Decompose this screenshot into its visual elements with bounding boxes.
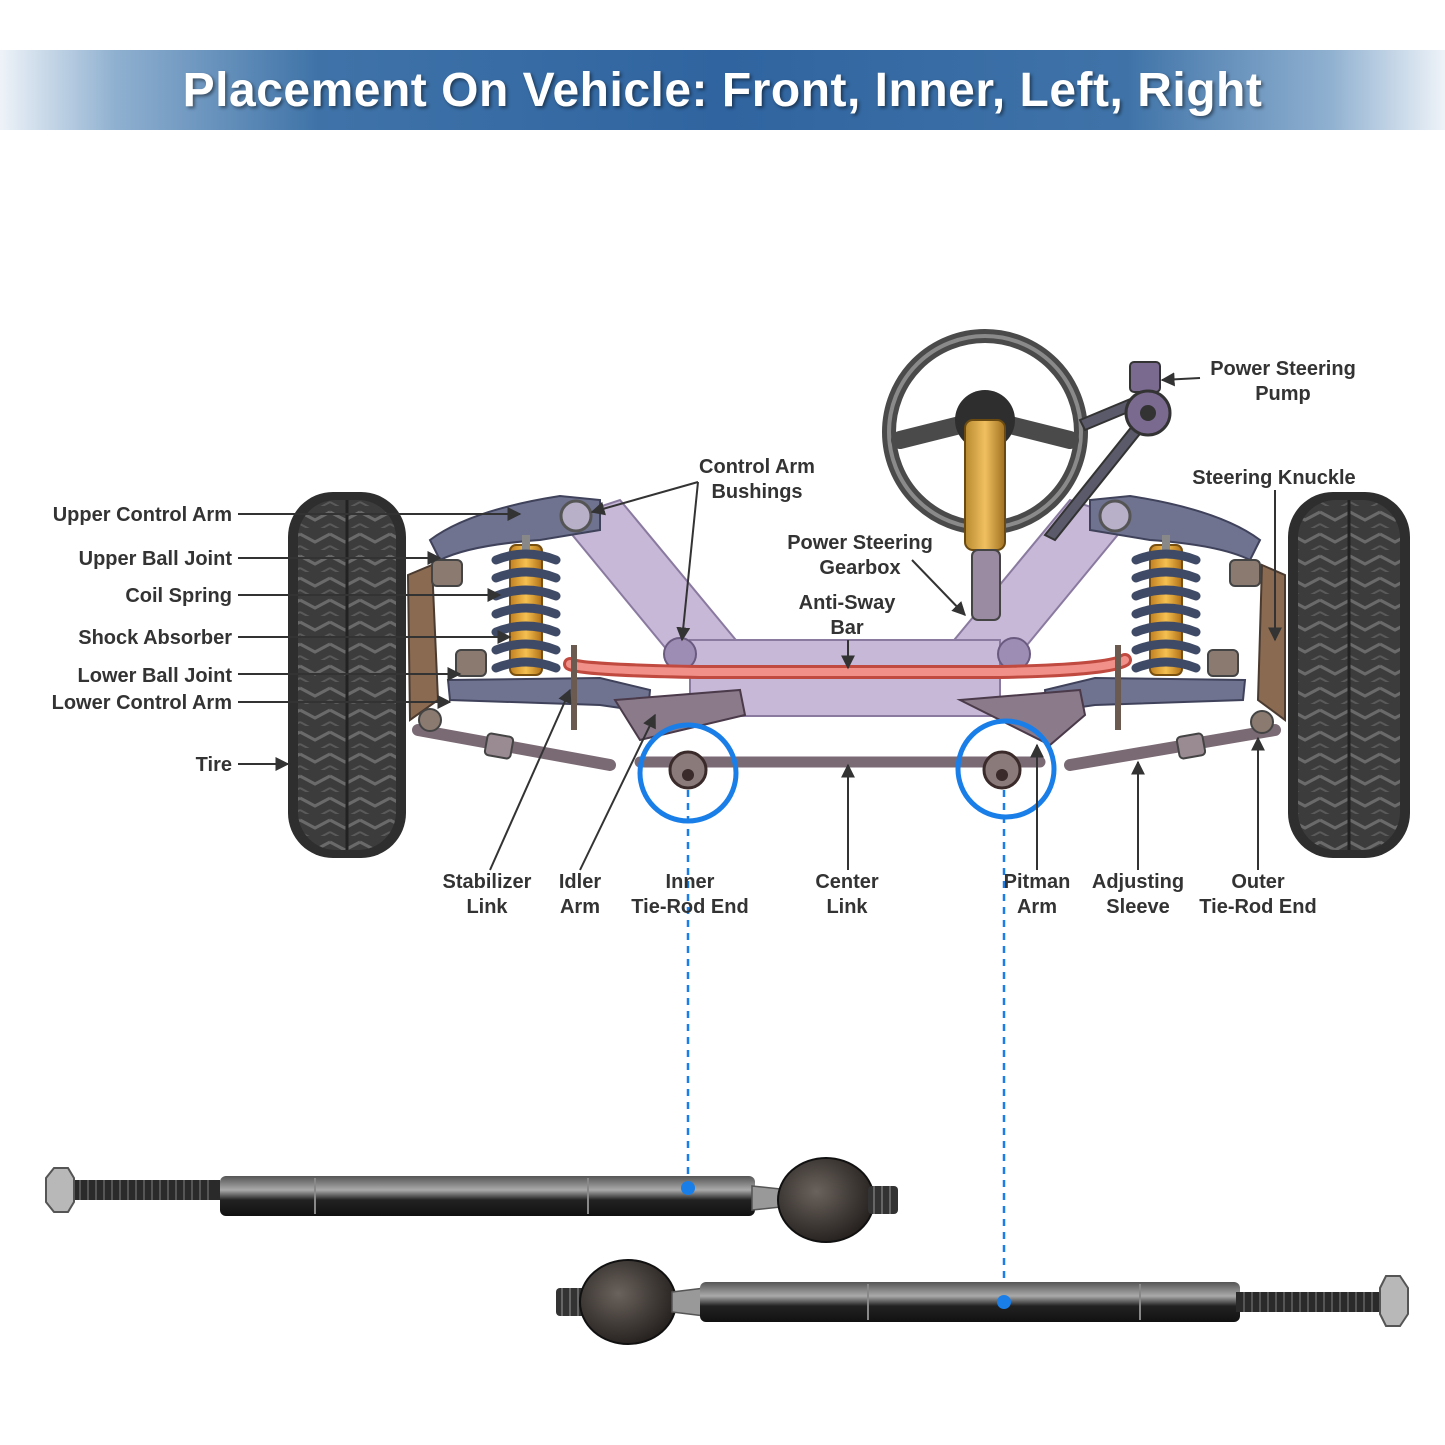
label-pitman-arm-2: Arm xyxy=(1017,896,1057,918)
right-steering-knuckle xyxy=(1256,563,1286,722)
label-center-link-1: Center xyxy=(815,871,879,893)
label-shock-absorber: Shock Absorber xyxy=(78,627,232,649)
label-anti-sway-bar-2: Bar xyxy=(830,617,864,639)
label-anti-sway-bar-1: Anti-Sway xyxy=(799,592,897,614)
label-stabilizer-link-1: Stabilizer xyxy=(443,871,532,893)
label-lower-control-arm: Lower Control Arm xyxy=(52,692,232,714)
left-outer-tie-rod-end xyxy=(418,708,442,732)
right-tire xyxy=(1288,492,1410,858)
label-idler-arm-1: Idler xyxy=(559,871,601,893)
label-power-steering-gearbox-1: Power Steering xyxy=(787,532,933,554)
right-inner-tie-rod-end xyxy=(982,750,1022,790)
idler-arm xyxy=(613,688,747,742)
label-outer-tie-rod-end-2: Tie-Rod End xyxy=(1199,896,1316,918)
label-stabilizer-link-2: Link xyxy=(466,896,508,918)
label-adjusting-sleeve-1: Adjusting xyxy=(1092,871,1184,893)
label-outer-tie-rod-end-1: Outer xyxy=(1231,871,1285,893)
power-steering-pump xyxy=(1043,361,1172,542)
pitman-arm xyxy=(956,688,1087,747)
label-inner-tie-rod-end-2: Tie-Rod End xyxy=(631,896,748,918)
label-upper-control-arm: Upper Control Arm xyxy=(53,504,232,526)
label-center-link-2: Link xyxy=(826,896,868,918)
right-lower-ball-joint xyxy=(1207,649,1239,677)
label-control-arm-bushings-1: Control Arm xyxy=(699,456,815,478)
label-coil-spring: Coil Spring xyxy=(125,585,232,607)
label-adjusting-sleeve-2: Sleeve xyxy=(1106,896,1169,918)
right-outer-tie-rod-end xyxy=(1250,710,1274,734)
label-power-steering-gearbox-2: Gearbox xyxy=(819,557,900,579)
right-tie-rod xyxy=(1064,724,1281,771)
label-power-steering-pump-2: Pump xyxy=(1255,383,1311,405)
right-coil-spring xyxy=(1131,549,1201,673)
right-highlight-circle xyxy=(955,718,1057,820)
left-steering-knuckle xyxy=(406,563,440,722)
label-lower-ball-joint: Lower Ball Joint xyxy=(78,665,233,687)
title-banner: Placement On Vehicle: Front, Inner, Left… xyxy=(0,50,1445,130)
left-coil-spring xyxy=(491,549,561,673)
page-title: Placement On Vehicle: Front, Inner, Left… xyxy=(182,63,1263,117)
right-control-arm-bushing xyxy=(1098,499,1132,533)
leader-lines xyxy=(238,372,1282,871)
label-power-steering-pump-1: Power Steering xyxy=(1210,358,1356,380)
label-control-arm-bushings-2: Bushings xyxy=(711,481,802,503)
product-upper-marker xyxy=(681,1181,695,1195)
product-lower-marker xyxy=(997,1295,1011,1309)
right-upper-ball-joint xyxy=(1229,559,1261,587)
left-inner-tie-rod-end xyxy=(668,750,708,790)
steering-column xyxy=(964,419,1006,551)
left-upper-ball-joint xyxy=(431,559,463,587)
product-tie-rod-upper xyxy=(45,1157,898,1243)
product-tie-rod-lower xyxy=(556,1259,1409,1345)
left-adjusting-sleeve xyxy=(483,732,515,760)
left-tie-rod xyxy=(412,724,616,771)
power-steering-gearbox xyxy=(971,549,1001,621)
label-idler-arm-2: Arm xyxy=(560,896,600,918)
label-upper-ball-joint: Upper Ball Joint xyxy=(79,548,233,570)
label-pitman-arm-1: Pitman xyxy=(1004,871,1071,893)
right-upper-control-arm xyxy=(1089,494,1262,562)
label-inner-tie-rod-end-1: Inner xyxy=(666,871,715,893)
right-adjusting-sleeve xyxy=(1175,732,1207,760)
label-tire: Tire xyxy=(196,754,232,776)
label-steering-knuckle: Steering Knuckle xyxy=(1192,467,1355,489)
left-lower-ball-joint xyxy=(455,649,487,677)
left-control-arm-bushing xyxy=(559,499,593,533)
